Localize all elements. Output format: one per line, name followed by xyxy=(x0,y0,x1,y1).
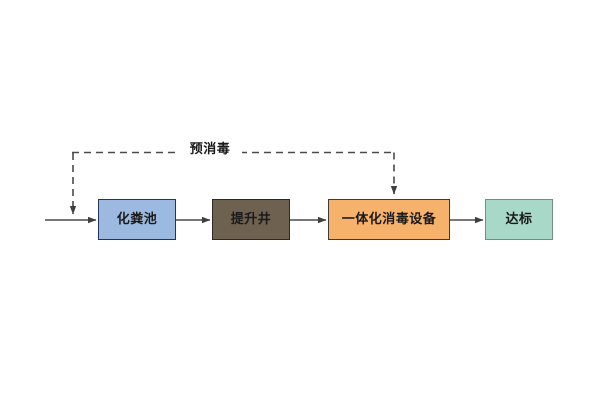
node-disinfection-equipment[interactable]: 一体化消毒设备 xyxy=(328,199,450,240)
edge-label-predisinfection: 预消毒 xyxy=(178,139,242,159)
node-lift-well-label: 提升井 xyxy=(230,212,272,227)
node-septic-tank[interactable]: 化粪池 xyxy=(98,199,176,240)
node-standard-met[interactable]: 达标 xyxy=(485,199,553,240)
node-disinfection-equipment-label: 一体化消毒设备 xyxy=(341,212,437,227)
node-septic-tank-label: 化粪池 xyxy=(116,212,158,227)
node-lift-well[interactable]: 提升井 xyxy=(212,199,290,240)
edge-label-predisinfection-text: 预消毒 xyxy=(189,141,231,157)
node-standard-met-label: 达标 xyxy=(505,212,533,227)
